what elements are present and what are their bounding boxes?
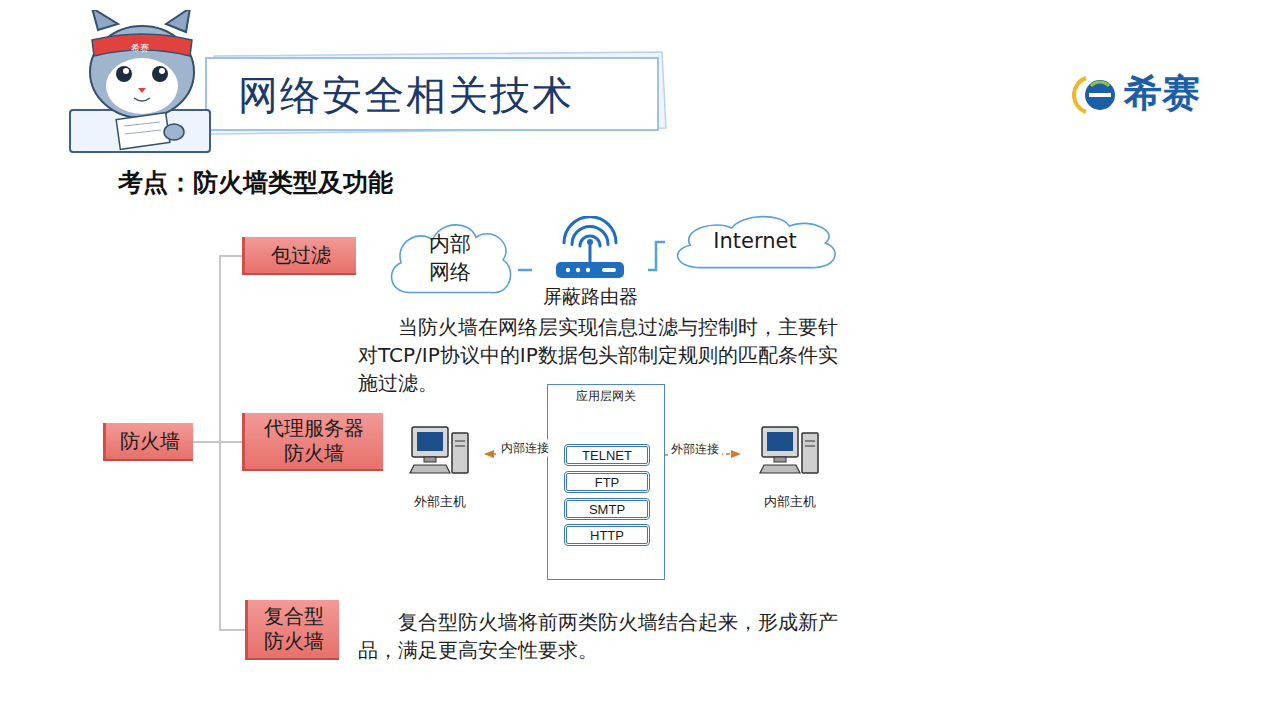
connector xyxy=(193,442,245,630)
root-box: 防火墙 xyxy=(103,423,193,461)
connection-label: 内部连接 xyxy=(498,440,552,457)
description: 当防火墙在网络层实现信息过滤与控制时，主要针对TCP/IP协议中的IP数据包头部… xyxy=(358,313,853,397)
node-text: 代理服务器 防火墙 xyxy=(262,416,366,466)
protocol-box: HTTP xyxy=(564,524,650,546)
mascot-cat xyxy=(62,10,222,155)
node-text: 包过滤 xyxy=(271,243,331,268)
node-text: 外部主机 xyxy=(385,493,495,511)
node-text: SMTP xyxy=(589,502,625,517)
logo-icon xyxy=(1072,72,1120,118)
protocol-box: TELNET xyxy=(564,444,650,466)
computer-icon xyxy=(740,423,840,487)
title-text: 网络安全相关技术 xyxy=(238,68,574,123)
cloud-outline xyxy=(382,216,518,301)
connector xyxy=(193,256,242,442)
node-text: FTP xyxy=(595,475,620,490)
node-text: 复合型 防火墙 xyxy=(262,604,326,654)
category-box: 代理服务器 防火墙 xyxy=(242,413,383,471)
description: 复合型防火墙将前两类防火墙结合起来，形成新产品，满足更高安全性要求。 xyxy=(358,608,853,664)
network-cloud: 内部 网络 xyxy=(382,216,518,301)
network-cloud: Internet xyxy=(665,210,845,274)
node-text: TELNET xyxy=(582,448,632,463)
logo-text: 希赛 xyxy=(1124,68,1200,119)
host-computer: 外部主机 xyxy=(395,423,485,513)
node-text: 内部 网络 xyxy=(427,231,473,286)
router-icon xyxy=(532,216,648,286)
node-text: HTTP xyxy=(590,528,624,543)
protocol-box: SMTP xyxy=(564,498,650,520)
category-box: 复合型 防火墙 xyxy=(245,600,339,660)
category-box: 包过滤 xyxy=(242,237,356,275)
exam-point: 考点：防火墙类型及功能 xyxy=(118,166,393,199)
router: 屏蔽路由器 xyxy=(532,216,648,312)
host-computer: 内部主机 xyxy=(740,423,840,513)
gateway-box: 应用层网关 TELNET FTP SMTP HTTP xyxy=(547,384,665,580)
node-text: 应用层网关 xyxy=(548,385,664,405)
protocol-box: FTP xyxy=(564,471,650,493)
connector xyxy=(518,269,532,272)
node-text: 防火墙 xyxy=(120,429,180,454)
node-text: 屏蔽路由器 xyxy=(532,284,648,310)
node-text: Internet xyxy=(713,228,796,255)
connector xyxy=(648,242,665,270)
node-text: 内部主机 xyxy=(730,493,850,511)
headband-text: 希赛 xyxy=(131,42,149,55)
connection-label: 外部连接 xyxy=(668,441,722,458)
computer-icon xyxy=(395,423,485,487)
